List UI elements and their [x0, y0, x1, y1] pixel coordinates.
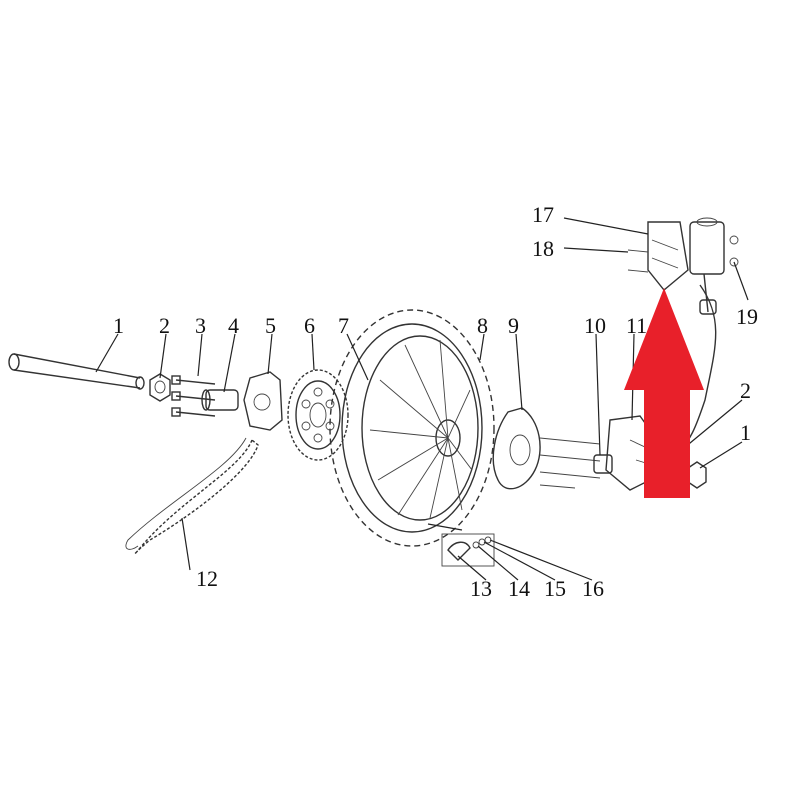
callout-5: 5	[265, 313, 276, 338]
callout-6: 6	[304, 313, 315, 338]
callout-13: 13	[470, 576, 492, 601]
disc-bolts	[539, 437, 601, 489]
spacer-nut	[149, 373, 171, 402]
callout-19: 19	[736, 304, 758, 329]
callout-2: 2	[159, 313, 170, 338]
callout-8: 8	[477, 313, 488, 338]
callout-2-right: 2	[740, 378, 751, 403]
callout-1-right: 1	[740, 420, 751, 445]
sprocket-carrier	[243, 371, 283, 431]
callout-11: 11	[626, 313, 647, 338]
callout-15: 15	[544, 576, 566, 601]
callout-14: 14	[508, 576, 530, 601]
spacer-sleeve	[201, 389, 239, 411]
callout-10: 10	[584, 313, 606, 338]
sprocket-bolts	[171, 375, 216, 417]
brake-disc	[492, 407, 541, 490]
rear-wheel	[329, 309, 495, 547]
sprocket	[287, 369, 349, 461]
callout-18: 18	[532, 236, 554, 261]
red-up-arrow	[624, 288, 704, 498]
callout-12: 12	[196, 566, 218, 591]
drive-chain	[125, 437, 259, 555]
callout-16: 16	[582, 576, 604, 601]
leader-lines	[95, 217, 749, 581]
callout-9: 9	[508, 313, 519, 338]
callout-labels: 1 2 3 4 5 6 7 8 9 10 11 12 13 14 15 16 1…	[113, 202, 758, 601]
callout-1: 1	[113, 313, 124, 338]
callout-17: 17	[532, 202, 554, 227]
valve-kit	[441, 533, 495, 567]
wheel-spacer	[593, 454, 613, 474]
callout-7: 7	[338, 313, 349, 338]
callout-3: 3	[195, 313, 206, 338]
axle	[8, 353, 145, 390]
callout-4: 4	[228, 313, 239, 338]
